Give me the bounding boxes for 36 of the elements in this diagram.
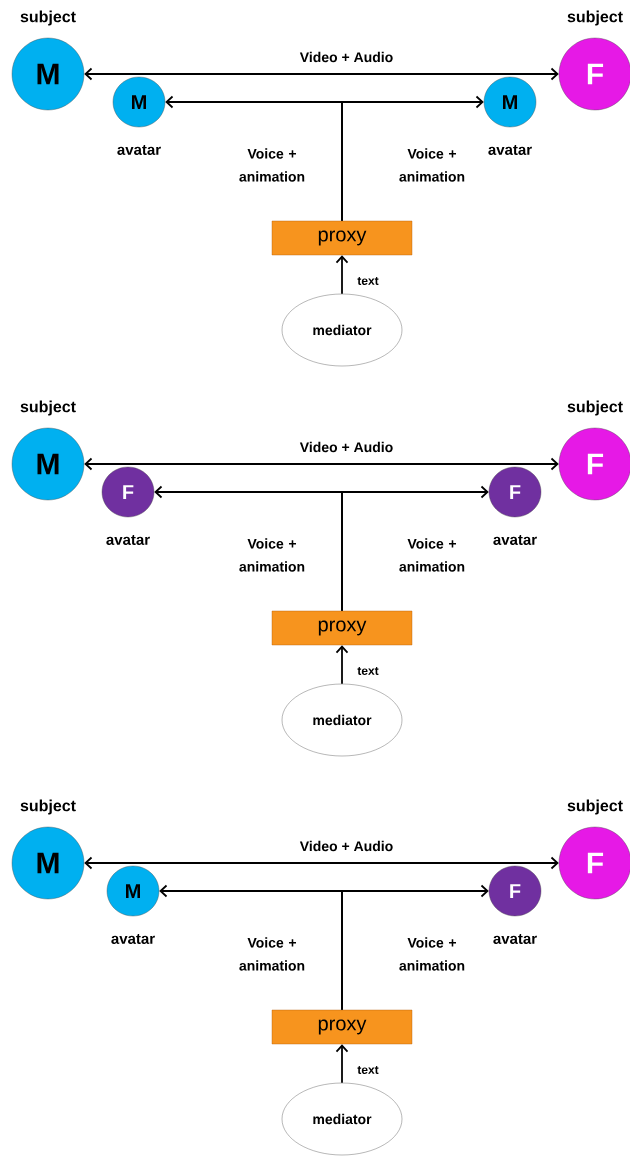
node-caption: avatar [493, 535, 537, 545]
node-caption: avatar [106, 535, 150, 545]
edge-label: text [356, 1065, 380, 1075]
arrow [84, 457, 559, 471]
proxy-box: proxy [271, 220, 413, 256]
node-caption: avatar [117, 145, 161, 155]
arrow [341, 95, 484, 222]
arrow [335, 255, 349, 295]
node-caption: subject [20, 799, 76, 815]
arrow [341, 485, 489, 612]
edge-label: Voice + animation [391, 537, 473, 573]
node-caption: subject [20, 400, 76, 416]
arrow [84, 856, 559, 870]
arrow [341, 884, 489, 1011]
edge-label: Video + Audio [298, 50, 395, 64]
edge-label: Voice + animation [391, 936, 473, 972]
edge-label: Voice + animation [231, 936, 313, 972]
node-caption: subject [567, 400, 623, 416]
edge-label: Video + Audio [298, 839, 395, 853]
arrow [335, 1044, 349, 1084]
proxy-box: proxy [271, 1009, 413, 1045]
node-caption: avatar [488, 145, 532, 155]
node-caption: avatar [493, 934, 537, 944]
arrow [84, 67, 559, 81]
edge-label: Voice + animation [231, 147, 313, 183]
node-caption: subject [567, 799, 623, 815]
proxy-box: proxy [271, 610, 413, 646]
node-caption: subject [567, 10, 623, 26]
edge-label: Video + Audio [298, 440, 395, 454]
edge-label: text [356, 666, 380, 676]
node-caption: subject [20, 10, 76, 26]
edge-label: text [356, 276, 380, 286]
arrow [335, 645, 349, 685]
edge-label: Voice + animation [231, 537, 313, 573]
node-caption: avatar [111, 934, 155, 944]
edge-label: Voice + animation [391, 147, 473, 183]
